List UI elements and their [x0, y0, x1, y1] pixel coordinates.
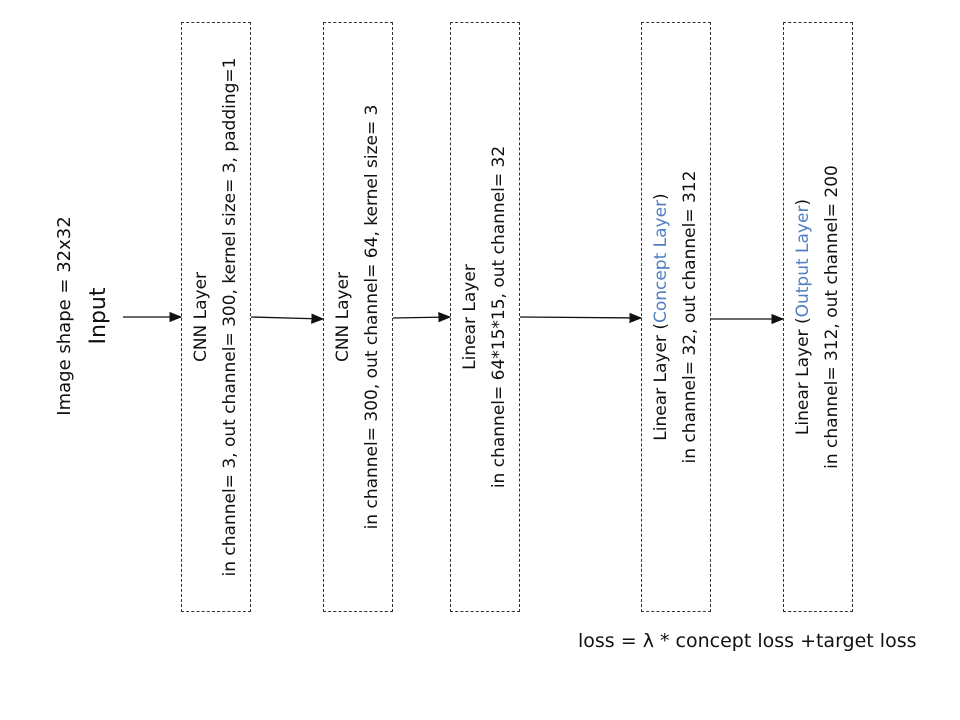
layer-title: CNN Layer [191, 271, 211, 363]
arrow-cnn2-to-linear [392, 312, 452, 323]
layer-label-output: Linear Layer (Output Layer) in channel= … [789, 165, 847, 469]
layer-label-linear: Linear Layer in channel= 64*15*15, out c… [456, 146, 514, 488]
layer-params: in channel= 64*15*15, out channel= 32 [489, 145, 509, 489]
layer-params: in channel= 32, out channel= 312 [680, 170, 700, 464]
output-layer-highlight: Output Layer [793, 205, 813, 318]
arrow-linear-to-concept [519, 312, 643, 324]
layer-label-cnn-1: CNN Layer in channel= 3, out channel= 30… [187, 58, 245, 577]
layer-params: in channel= 3, out channel= 300, kernel … [220, 57, 240, 577]
layer-title: Linear Layer [460, 264, 480, 370]
layer-title: Linear Layer (Output Layer) [789, 165, 818, 469]
loss-formula: loss = λ * concept loss +target loss [578, 630, 917, 652]
layer-title: CNN Layer [333, 271, 353, 363]
layer-params: in channel= 312, out channel= 200 [822, 165, 842, 469]
input-label: Image shape = 32x32 Input [48, 216, 116, 415]
layer-title-suffix: ) [651, 193, 671, 200]
layer-box-concept [641, 22, 711, 612]
input-title: Input [86, 287, 111, 345]
layer-title-prefix: Linear Layer ( [651, 323, 671, 441]
layer-box-cnn-1 [181, 22, 251, 612]
layer-params: in channel= 300, out channel= 64, kernel… [362, 104, 382, 530]
arrow-cnn1-to-cnn2 [250, 313, 325, 324]
input-shape: Image shape = 32x32 [54, 216, 75, 416]
concept-layer-highlight: Concept Layer [651, 199, 671, 324]
layer-box-linear [450, 22, 520, 612]
layer-label-cnn-2: CNN Layer in channel= 300, out channel= … [329, 105, 387, 530]
layer-label-concept: Linear Layer (Concept Layer) in channel=… [647, 171, 705, 464]
layer-title-suffix: ) [793, 198, 813, 206]
layer-title-prefix: Linear Layer ( [793, 317, 813, 436]
layer-title: Linear Layer (Concept Layer) [647, 171, 676, 464]
layer-box-cnn-2 [323, 22, 393, 612]
layer-box-output [783, 22, 853, 612]
